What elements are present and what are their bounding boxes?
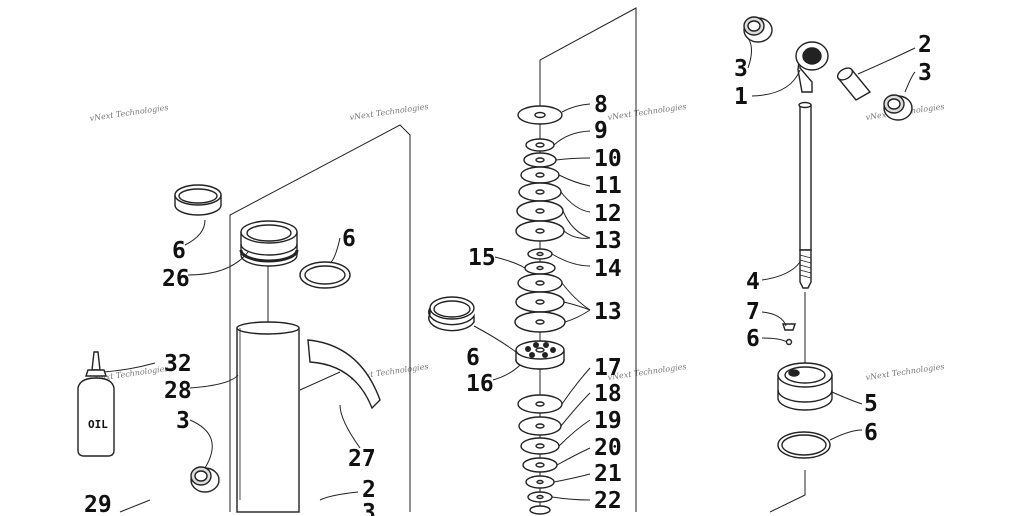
callout-12: 12 (594, 201, 622, 227)
callout-6-left-right: 6 (342, 226, 356, 252)
leader (299, 371, 341, 391)
leader-lines (103, 37, 916, 513)
callout-20: 20 (594, 435, 622, 461)
callout-2-left: 2 (362, 477, 376, 503)
callout-3-left: 3 (176, 408, 190, 434)
callout-5: 5 (864, 391, 878, 417)
callout-labels: 8 9 10 11 12 13 14 15 13 6 16 17 18 19 2… (84, 32, 932, 516)
ring-6-center (428, 296, 475, 332)
watermark: vNext Technologies (865, 362, 945, 382)
callout-6-center: 6 (466, 345, 480, 371)
piston-16 (515, 340, 565, 370)
callout-21: 21 (594, 461, 622, 487)
right-frame-stub (769, 470, 806, 513)
callout-8: 8 (594, 92, 608, 118)
callout-22: 22 (594, 488, 622, 514)
watermarks: vNext Technologies vNext Technologies vN… (89, 102, 945, 384)
callout-11: 11 (594, 173, 622, 199)
callout-27: 27 (348, 446, 376, 472)
valve-shim-stack (514, 105, 566, 333)
callout-6-right-lower: 6 (864, 420, 878, 446)
watermark: vNext Technologies (607, 102, 687, 122)
callout-3-right-top: 3 (734, 56, 748, 82)
watermark: vNext Technologies (89, 103, 169, 123)
callout-17: 17 (594, 355, 622, 381)
callout-4: 4 (746, 269, 760, 295)
lower-shim-stack (517, 394, 563, 515)
callout-19: 19 (594, 408, 622, 434)
callout-13-lower: 13 (594, 299, 622, 325)
callout-3-left-bottom: 3 (362, 500, 376, 516)
callout-7: 7 (746, 299, 760, 325)
callout-15: 15 (468, 245, 496, 271)
callout-2-right: 2 (918, 32, 932, 58)
callout-32: 32 (164, 351, 192, 377)
callout-3-right: 3 (918, 60, 932, 86)
section-frame-lines (229, 7, 806, 513)
callout-1: 1 (734, 84, 748, 110)
reservoir-assembly: OIL (77, 184, 381, 513)
watermark: vNext Technologies (349, 102, 429, 122)
callout-9: 9 (594, 118, 608, 144)
callout-14: 14 (594, 256, 622, 282)
oil-bottle-label: OIL (88, 418, 108, 431)
callout-6-left: 6 (172, 238, 186, 264)
callout-26: 26 (162, 266, 190, 292)
callout-29: 29 (84, 492, 112, 516)
callout-16: 16 (466, 371, 494, 397)
left-frame (229, 124, 411, 512)
callout-18: 18 (594, 381, 622, 407)
callout-6-right: 6 (746, 326, 760, 352)
callout-28: 28 (164, 378, 192, 404)
callout-13: 13 (594, 228, 622, 254)
shaft-eye-assembly (743, 16, 913, 459)
callout-10: 10 (594, 146, 622, 172)
